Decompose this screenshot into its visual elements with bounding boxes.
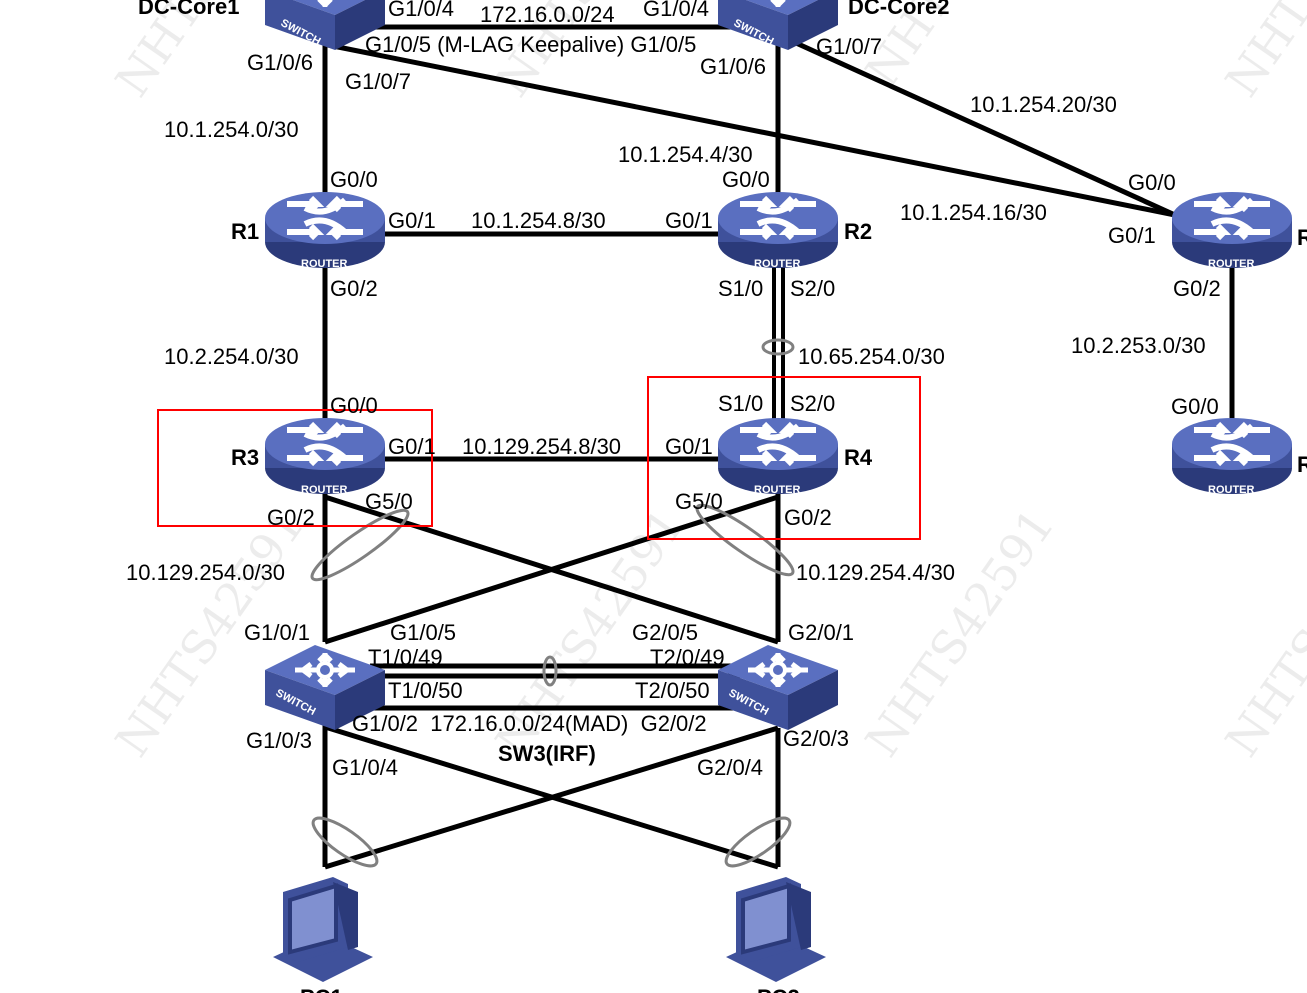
- port-label: T1/0/49: [368, 645, 443, 670]
- r4-router-icon[interactable]: ROUTER: [718, 418, 838, 496]
- port-label: G1/0/7: [345, 69, 411, 94]
- device-label-r2: R2: [844, 219, 872, 244]
- watermark: NHTS42591: [1215, 0, 1307, 106]
- r5-router-icon[interactable]: ROUTER: [1172, 192, 1292, 270]
- router-logo-text: ROUTER: [1208, 258, 1255, 270]
- pc2-computer-icon[interactable]: [724, 875, 828, 984]
- port-label: G0/2: [330, 276, 378, 301]
- aggregation-mark: [724, 816, 792, 868]
- device-label-r1: R1: [231, 219, 259, 244]
- router-logo-text: ROUTER: [1208, 484, 1255, 496]
- link-core2-r5: [783, 35, 1177, 218]
- port-label: T2/0/49: [650, 645, 725, 670]
- sw3-member2-switch-icon[interactable]: SWITCH: [718, 645, 838, 730]
- r6-router-icon[interactable]: ROUTER: [1172, 418, 1292, 496]
- port-label: G2/0/4: [697, 755, 763, 780]
- port-label: G0/0: [1128, 170, 1176, 195]
- network-label: 10.1.254.0/30: [164, 117, 299, 142]
- port-label: G0/1: [388, 208, 436, 233]
- router-logo-text: ROUTER: [754, 484, 801, 496]
- links: [310, 24, 1235, 870]
- watermark: NHTS42591: [1215, 499, 1307, 767]
- port-label: G1/0/4: [643, 0, 709, 21]
- port-label: G0/2: [267, 505, 315, 530]
- port-label: G1/0/5: [390, 620, 456, 645]
- port-label: G2/0/3: [783, 726, 849, 751]
- port-label: S2/0: [790, 391, 835, 416]
- port-label: G1/0/4: [388, 0, 454, 21]
- device-label-r6: R: [1297, 452, 1307, 477]
- port-label: T2/0/50: [635, 678, 710, 703]
- port-label: G0/1: [665, 434, 713, 459]
- r1-router-icon[interactable]: ROUTER: [265, 192, 385, 270]
- port-label: G0/1: [1108, 223, 1156, 248]
- port-label: G0/2: [784, 505, 832, 530]
- port-label: S1/0: [718, 391, 763, 416]
- device-label-dc-core2: DC-Core2: [848, 0, 949, 19]
- port-label: G0/0: [330, 393, 378, 418]
- network-label: 10.1.254.4/30: [618, 142, 753, 167]
- keepalive-label: G1/0/5 (M-LAG Keepalive) G1/0/5: [365, 32, 696, 57]
- link-swr-pc1: [324, 725, 779, 870]
- port-label: G0/1: [388, 434, 436, 459]
- port-label: G2/0/1: [788, 620, 854, 645]
- r2-router-icon[interactable]: ROUTER: [718, 192, 838, 270]
- mad-link-label: G1/0/2 172.16.0.0/24(MAD) G2/0/2: [352, 711, 707, 736]
- network-label: 10.2.254.0/30: [164, 344, 299, 369]
- port-label: S1/0: [718, 276, 763, 301]
- highlight-box-r3: [157, 409, 433, 527]
- aggregation-mark: [761, 338, 795, 356]
- network-label: 10.129.254.0/30: [126, 560, 285, 585]
- device-label-r3: R3: [231, 445, 259, 470]
- port-label: S2/0: [790, 276, 835, 301]
- pc1-computer-icon[interactable]: [271, 875, 375, 984]
- network-label: 172.16.0.0/24: [480, 2, 615, 27]
- aggregation-mark: [695, 503, 795, 577]
- network-label: 10.2.253.0/30: [1071, 333, 1206, 358]
- network-label: 10.65.254.0/30: [798, 344, 945, 369]
- highlight-box-r4: [647, 376, 921, 540]
- port-label: G1/0/7: [816, 34, 882, 59]
- port-label: G1/0/4: [332, 755, 398, 780]
- r3-router-icon[interactable]: ROUTER: [265, 418, 385, 496]
- device-label-sw3: SW3(IRF): [498, 741, 596, 766]
- port-label: G1/0/1: [244, 620, 310, 645]
- device-label-pc1: PC1: [300, 985, 343, 993]
- port-label: G2/0/5: [632, 620, 698, 645]
- network-label: 10.1.254.20/30: [970, 92, 1117, 117]
- port-label: G5/0: [675, 489, 723, 514]
- device-label-r5: R: [1297, 225, 1307, 250]
- aggregation-mark: [542, 655, 558, 687]
- network-label: 10.129.254.8/30: [462, 434, 621, 459]
- port-label: G5/0: [365, 489, 413, 514]
- aggregation-mark: [310, 508, 410, 582]
- device-label-dc-core1: DC-Core1: [138, 0, 239, 19]
- router-logo-text: ROUTER: [754, 258, 801, 270]
- network-label: 10.1.254.8/30: [471, 208, 606, 233]
- port-label: G1/0/6: [700, 54, 766, 79]
- port-label: G0/1: [665, 208, 713, 233]
- port-label: T1/0/50: [388, 678, 463, 703]
- network-label: 10.129.254.4/30: [796, 560, 955, 585]
- port-label: G0/0: [1171, 394, 1219, 419]
- device-label-r4: R4: [844, 445, 873, 470]
- port-label: G0/0: [722, 167, 770, 192]
- port-label: G1/0/6: [247, 50, 313, 75]
- network-label: 10.1.254.16/30: [900, 200, 1047, 225]
- aggregation-mark: [311, 816, 379, 868]
- port-label: G0/0: [330, 167, 378, 192]
- router-logo-text: ROUTER: [301, 484, 348, 496]
- port-labels: G1/0/4 172.16.0.0/24 G1/0/4 G1/0/5 (M-LA…: [126, 0, 1221, 780]
- port-label: G1/0/3: [246, 728, 312, 753]
- link-core1-r5: [327, 42, 1176, 218]
- port-label: G0/2: [1173, 276, 1221, 301]
- device-label-pc2: PC2: [757, 985, 800, 993]
- router-logo-text: ROUTER: [301, 258, 348, 270]
